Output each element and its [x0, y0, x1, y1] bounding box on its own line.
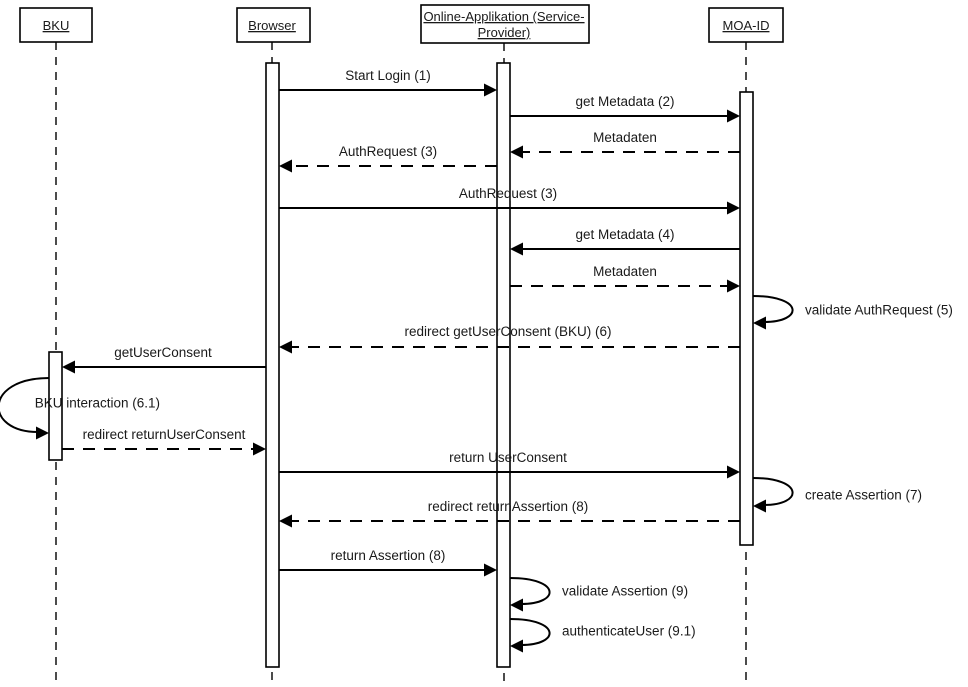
participant-label: Browser — [248, 18, 296, 33]
message-label: redirect returnUserConsent — [83, 427, 246, 442]
arrowhead-icon — [727, 109, 740, 123]
participant-label: Provider) — [478, 25, 531, 40]
arrowhead-icon — [253, 442, 266, 456]
arrowhead-icon — [727, 279, 740, 293]
self-message-label: BKU interaction (6.1) — [35, 396, 160, 411]
message-label: redirect getUserConsent (BKU) (6) — [404, 324, 611, 339]
participant-label: MOA-ID — [723, 18, 770, 33]
arrowhead-icon — [279, 514, 292, 528]
arrowhead-icon — [484, 563, 497, 577]
activation-bar-bku — [48, 351, 63, 461]
message-m3: Metadaten — [510, 130, 740, 159]
self-message-s1: validate AuthRequest (5) — [752, 295, 953, 330]
message-m7: Metadaten — [510, 264, 740, 293]
message-m13: return Assertion (8) — [279, 548, 497, 577]
self-messages-layer: validate AuthRequest (5) BKU interaction … — [0, 295, 953, 653]
self-message-s2: BKU interaction (6.1) — [0, 377, 160, 440]
arrowhead-icon — [510, 145, 523, 159]
activation-bar-browser — [265, 62, 280, 668]
message-label: get Metadata (2) — [575, 94, 674, 109]
self-message-loop — [509, 618, 551, 646]
activation-bar-moa_id — [739, 91, 754, 546]
arrowhead-icon — [753, 316, 766, 330]
message-label: AuthRequest (3) — [339, 144, 437, 159]
message-label: AuthRequest (3) — [459, 186, 557, 201]
message-label: redirect returnAssertion (8) — [428, 499, 589, 514]
arrowhead-icon — [36, 426, 49, 440]
arrowhead-icon — [753, 499, 766, 513]
participant-box-online_app[interactable]: Online-Applikation (Service-Provider) — [420, 4, 590, 44]
self-message-loop — [0, 377, 50, 433]
message-m2: get Metadata (2) — [510, 94, 740, 123]
message-label: Metadaten — [593, 264, 657, 279]
message-label: Start Login (1) — [345, 68, 431, 83]
arrowhead-icon — [510, 242, 523, 256]
arrowhead-icon — [279, 340, 292, 354]
message-label: getUserConsent — [114, 345, 212, 360]
arrowhead-icon — [510, 598, 523, 612]
activation-bar-online_app — [496, 62, 511, 668]
arrowhead-icon — [727, 465, 740, 479]
participant-box-frame — [708, 7, 784, 43]
participant-label: BKU — [43, 18, 70, 33]
message-label: return Assertion (8) — [331, 548, 446, 563]
participant-box-frame — [19, 7, 93, 43]
message-m1: Start Login (1) — [279, 68, 497, 97]
arrowhead-icon — [727, 201, 740, 215]
participant-headers-layer: BKU Browser Online-Applikation (Service-Pr… — [19, 4, 784, 44]
message-label: Metadaten — [593, 130, 657, 145]
messages-layer: Start Login (1) get Metadata (2) Metadaten… — [62, 68, 740, 577]
participant-box-frame — [420, 4, 590, 44]
arrowhead-icon — [62, 360, 75, 374]
self-message-loop — [752, 477, 794, 506]
self-message-label: create Assertion (7) — [805, 488, 922, 503]
participant-box-frame — [236, 7, 311, 43]
arrowhead-icon — [484, 83, 497, 97]
self-message-s3: create Assertion (7) — [752, 477, 922, 513]
message-label: get Metadata (4) — [575, 227, 674, 242]
message-m10: redirect returnUserConsent — [62, 427, 266, 456]
self-message-loop — [509, 577, 551, 605]
self-message-s5: authenticateUser (9.1) — [509, 618, 696, 653]
arrowhead-icon — [279, 159, 292, 173]
message-m5: AuthRequest (3) — [279, 186, 740, 215]
self-message-label: validate Assertion (9) — [562, 584, 688, 599]
self-message-loop — [752, 295, 794, 323]
self-message-label: validate AuthRequest (5) — [805, 303, 953, 318]
participant-box-bku[interactable]: BKU — [19, 7, 93, 43]
message-label: return UserConsent — [449, 450, 567, 465]
message-m6: get Metadata (4) — [510, 227, 740, 256]
message-m11: return UserConsent — [279, 450, 740, 479]
message-m4: AuthRequest (3) — [279, 144, 497, 173]
participant-box-moa_id[interactable]: MOA-ID — [708, 7, 784, 43]
message-m9: getUserConsent — [62, 345, 266, 374]
participant-label: Online-Applikation (Service- — [423, 9, 584, 24]
self-message-s4: validate Assertion (9) — [509, 577, 688, 612]
arrowhead-icon — [510, 639, 523, 653]
self-message-label: authenticateUser (9.1) — [562, 624, 696, 639]
message-m8: redirect getUserConsent (BKU) (6) — [279, 324, 740, 354]
message-m12: redirect returnAssertion (8) — [279, 499, 740, 528]
participant-box-browser[interactable]: Browser — [236, 7, 311, 43]
activations-layer — [48, 62, 754, 668]
